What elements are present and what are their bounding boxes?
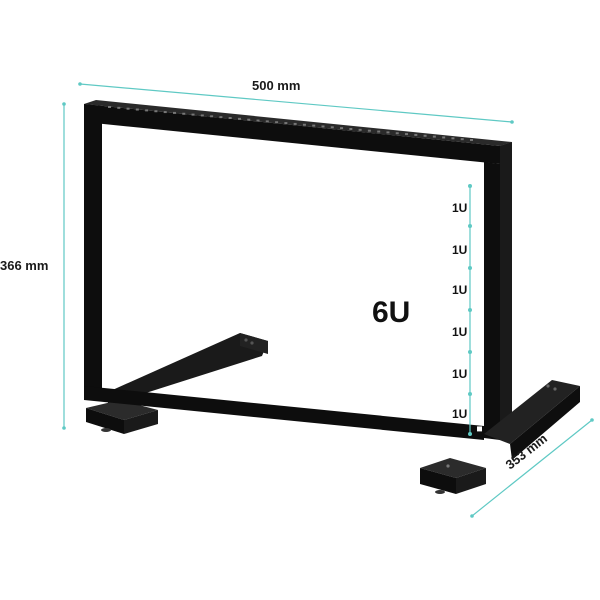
rail-hole	[477, 270, 482, 275]
top-bar-hole	[321, 125, 325, 128]
unit-boundary-marker	[468, 350, 472, 354]
top-bar-hole	[237, 117, 241, 120]
unit-boundary-marker	[468, 266, 472, 270]
unit-brackets	[468, 184, 472, 436]
rail-hole	[477, 297, 482, 303]
top-bar-hole	[349, 128, 353, 130]
top-bar-hole	[126, 107, 130, 110]
top-bar-hole	[219, 116, 223, 119]
rail-hole	[477, 260, 482, 266]
depth-dimension-line	[470, 418, 594, 518]
width-dimension-line	[78, 82, 514, 124]
top-bar-hole	[377, 130, 381, 133]
right-base-rail	[484, 380, 580, 460]
top-bar-hole	[265, 120, 269, 123]
rail-hole	[477, 389, 482, 395]
rail-hole	[477, 334, 482, 340]
top-bar-hole	[312, 124, 316, 127]
top-bar-hole	[340, 127, 344, 130]
top-bar-hole	[470, 139, 473, 141]
rail-hole	[477, 325, 482, 331]
rail-hole	[477, 251, 482, 257]
rail-hole	[477, 316, 482, 321]
rack-frame	[84, 100, 512, 440]
rail-hole	[477, 380, 482, 386]
unit-label: 1U	[452, 201, 467, 215]
height-label: 366 mm	[0, 258, 48, 273]
unit-boundary-marker	[468, 224, 472, 228]
top-bar-hole	[191, 113, 195, 116]
unit-boundary-marker	[468, 432, 472, 436]
unit-boundary-marker	[468, 308, 472, 312]
top-bar-hole	[386, 131, 390, 134]
width-label: 500 mm	[252, 78, 300, 93]
unit-labels: 1U 1U 1U 1U 1U 1U	[452, 201, 467, 421]
top-bar-hole	[275, 121, 279, 124]
top-bar-hole	[451, 137, 455, 140]
top-bar-hole	[145, 109, 149, 112]
right-foot	[420, 458, 486, 494]
rail-hole	[477, 371, 482, 377]
top-bar-hole	[163, 111, 167, 114]
top-bar-hole	[367, 129, 371, 132]
rail-hole	[477, 233, 482, 239]
top-bar-hole	[154, 110, 158, 113]
unit-boundary-marker	[468, 392, 472, 396]
rail-hole	[477, 205, 482, 211]
top-bar-hole	[210, 115, 214, 118]
rail-hole	[477, 408, 482, 413]
rail-hole	[477, 352, 482, 358]
top-bar-hole	[432, 135, 436, 138]
top-bar-hole	[405, 133, 409, 136]
unit-label: 1U	[452, 243, 467, 257]
rail-hole	[477, 224, 482, 229]
rail-hole	[477, 362, 482, 367]
top-bar-hole	[228, 117, 232, 119]
top-bar-hole	[117, 106, 121, 109]
unit-label: 1U	[452, 283, 467, 297]
rail-hole	[477, 398, 482, 404]
left-foot	[86, 400, 158, 434]
top-bar-hole	[284, 122, 288, 125]
top-bar-hole	[247, 118, 251, 121]
rail-hole	[477, 288, 482, 294]
unit-label: 1U	[452, 325, 467, 339]
top-bar-hole	[200, 114, 204, 117]
unit-boundary-marker	[468, 184, 472, 188]
top-bar-hole	[460, 138, 464, 141]
height-dimension-line	[62, 102, 66, 430]
top-bar-hole	[330, 126, 334, 129]
top-bar-hole	[256, 119, 260, 122]
top-bar-hole	[442, 136, 446, 139]
top-bar-hole	[108, 106, 111, 108]
top-bar-hole	[395, 132, 399, 135]
rail-hole	[477, 196, 482, 202]
rail-hole	[477, 242, 482, 248]
top-bar-holes	[108, 106, 473, 141]
rail-hole	[477, 187, 482, 193]
top-bar-hole	[414, 133, 418, 136]
rail-hole	[477, 343, 482, 349]
rail-hole	[477, 214, 482, 220]
unit-label: 1U	[452, 407, 467, 421]
rail-hole	[477, 178, 482, 183]
unit-label: 1U	[452, 367, 467, 381]
capacity-total-label: 6U	[372, 296, 410, 329]
right-rail-holes	[477, 178, 482, 432]
top-bar-hole	[423, 134, 427, 137]
rail-hole	[477, 279, 482, 285]
top-bar-hole	[293, 122, 297, 125]
top-bar-hole	[182, 112, 186, 115]
top-bar-hole	[302, 123, 306, 126]
rail-hole	[477, 417, 482, 423]
top-bar-hole	[135, 108, 139, 111]
rail-hole	[477, 426, 482, 432]
top-bar-hole	[172, 111, 176, 114]
rail-hole	[477, 306, 482, 312]
top-bar-hole	[358, 128, 362, 131]
